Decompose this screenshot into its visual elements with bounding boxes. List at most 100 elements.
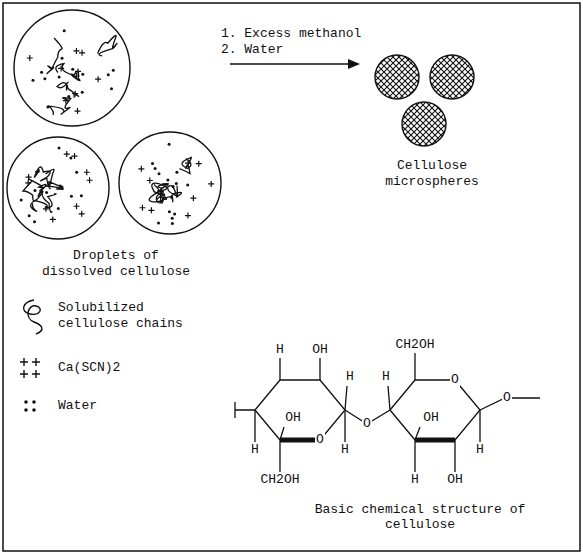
ion-plus <box>64 151 70 157</box>
atom-label: H <box>345 370 355 385</box>
water-dot <box>28 214 31 217</box>
ion-plus <box>138 166 144 172</box>
water-dot <box>67 95 70 98</box>
cellulose-structure <box>235 353 540 472</box>
water-dot <box>41 190 44 193</box>
ion-plus <box>63 98 69 104</box>
ion-plus <box>74 108 80 114</box>
droplet-contents <box>20 147 93 224</box>
ion-plus <box>50 216 56 222</box>
cellulose-chain <box>31 194 57 212</box>
water-dot <box>166 179 169 182</box>
ion-plus <box>190 195 196 201</box>
water-dot <box>75 171 78 174</box>
water-dot <box>32 79 35 82</box>
water-dot <box>171 222 174 225</box>
ion-plus <box>196 161 202 167</box>
water-dot <box>112 69 115 72</box>
atom-label: CH2OH <box>394 338 435 353</box>
water-dot <box>175 182 178 185</box>
water-dot <box>80 194 83 197</box>
water-dot <box>171 217 174 220</box>
ion-plus <box>73 48 79 54</box>
water-dot <box>20 199 23 202</box>
cellulose-chain <box>56 64 80 81</box>
water-dot <box>47 184 50 187</box>
ion-plus <box>84 169 90 175</box>
ion-plus <box>26 174 32 180</box>
water-dot <box>172 185 175 188</box>
process-arrow <box>230 59 360 69</box>
ion-plus <box>74 203 80 209</box>
water-dot <box>45 191 48 194</box>
water-dot <box>81 91 84 94</box>
cellulose-chain <box>149 191 164 203</box>
ion-plus <box>87 177 93 183</box>
ion-plus <box>208 181 214 187</box>
legend-text: Solubilized cellulose chains <box>58 300 191 333</box>
water-dot <box>61 57 64 60</box>
arrow-head <box>348 59 360 69</box>
ion-plus <box>185 160 191 166</box>
atom-label: O <box>502 391 512 406</box>
water-dot <box>168 210 171 213</box>
water-dot <box>57 207 60 210</box>
droplet-contents <box>138 143 214 225</box>
water-dot <box>63 29 66 32</box>
atom-label: O <box>362 417 372 432</box>
water-dot <box>107 73 110 76</box>
droplets <box>7 10 221 239</box>
cellulose-chain <box>57 82 79 97</box>
water-dot <box>69 157 72 160</box>
atom-label: H <box>381 370 391 385</box>
droplet-texture <box>20 29 214 225</box>
ion-plus <box>79 211 85 217</box>
ion-plus <box>27 55 33 61</box>
figure-group: Droplets of dissolved cellulose <box>6 6 226 282</box>
cellulose-chain <box>158 184 182 197</box>
water-dot <box>46 106 49 109</box>
atom-label: H <box>340 443 350 458</box>
water-dot <box>168 143 171 146</box>
atom-label: CH2OH <box>259 473 300 488</box>
ion-plus <box>95 76 101 82</box>
water-dot <box>173 213 176 216</box>
frame <box>3 3 580 551</box>
water-dot <box>43 77 46 80</box>
water-dot <box>40 71 43 74</box>
water-dot <box>81 73 84 76</box>
ion-plus <box>72 91 78 97</box>
cellulose-chain <box>29 179 62 196</box>
ion-plus <box>75 68 81 74</box>
legend-text: Ca(SCN)2 <box>58 360 191 376</box>
droplet-contents <box>27 29 118 115</box>
water-dot <box>58 76 61 79</box>
atom-label: OH <box>311 343 329 358</box>
ion-plus <box>148 207 154 213</box>
ion-plus <box>58 65 64 71</box>
legend-text: Water <box>58 398 191 414</box>
water-dot <box>33 220 36 223</box>
atom-label: OH <box>446 473 464 488</box>
arrow-shaft <box>230 63 350 65</box>
water-dot <box>110 87 113 90</box>
atom-label: OH <box>284 411 302 426</box>
ion-plus <box>147 177 153 183</box>
water-dot <box>34 189 37 192</box>
ion-plus <box>139 205 145 211</box>
water-dot <box>175 171 178 174</box>
legend-symbols <box>20 300 42 412</box>
ion-plus <box>25 180 31 186</box>
water-dot <box>58 147 61 150</box>
atom-label: OH <box>422 411 440 426</box>
atom-label: H <box>410 473 420 488</box>
water-dot <box>151 162 154 165</box>
figure-group: Cellulose microspheres <box>362 46 502 192</box>
edge-label: 1. Excess methanol 2. Water <box>221 26 369 59</box>
structure-caption: Basic chemical structure of cellulose <box>310 503 530 533</box>
atom-label: H <box>250 443 260 458</box>
group-caption: Droplets of dissolved cellulose <box>36 248 196 281</box>
atom-label: H <box>275 343 285 358</box>
atom-label: H <box>475 443 485 458</box>
